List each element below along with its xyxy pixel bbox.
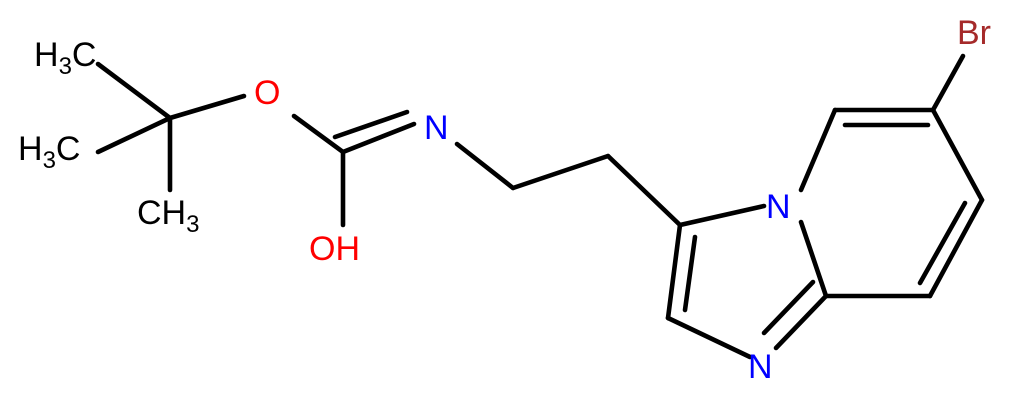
bond-ch3mid-cq (95, 115, 173, 155)
bond-c2-n1 (665, 315, 753, 360)
bond-n-ch2 (454, 141, 516, 191)
bond-c3-c2-a (665, 222, 683, 321)
imine-nitrogen-label: N (424, 109, 449, 147)
bond-c-n-double-b (332, 109, 410, 140)
bond-c3-n4 (677, 203, 767, 228)
imidazole-nitrogen-label: N (748, 348, 773, 386)
bond-ch2-ch2 (510, 153, 611, 191)
bridgehead-nitrogen-label: N (766, 188, 791, 226)
atom-labels: H3C H3C CH3 O OH N N N Br (18, 14, 991, 386)
methyl-top-label: H3C (34, 36, 96, 80)
hydroxyl-label: OH (309, 230, 360, 268)
bond-c6-c7 (930, 107, 985, 203)
bond-o-c (291, 113, 346, 155)
bond-n4-c5 (798, 107, 838, 193)
bromine-label: Br (957, 14, 991, 52)
bond-cq-o (167, 93, 247, 121)
bond-n1-c8a-a (773, 293, 829, 351)
bond-c-n-double-a (340, 121, 417, 155)
bond-ch2-c3 (605, 153, 683, 228)
bond-c6-br (930, 53, 966, 113)
methyl-bottom-label: CH3 (137, 194, 199, 238)
bond-c7-c8-b (917, 200, 968, 286)
bond-c3-c2-b (682, 234, 698, 313)
bond-n4-c8a (798, 219, 829, 299)
bond-ch3top-cq (95, 61, 173, 121)
methyl-mid-label: H3C (18, 130, 80, 174)
bond-c7-c8-a (927, 197, 985, 299)
bond-n1-c8a-b (761, 279, 816, 336)
ester-oxygen-label: O (254, 74, 280, 112)
bonds (95, 53, 985, 360)
